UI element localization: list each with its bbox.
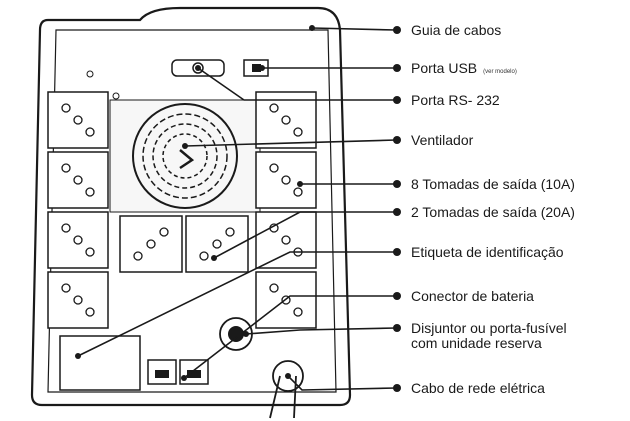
leader-lines [77,27,397,391]
fan-grille [109,99,261,213]
callout-battery-connector: Conector de bateria [411,289,534,304]
outlet [255,211,317,269]
callout-label: Etiqueta de identificação [411,244,564,260]
callout-label: Ventilador [411,132,474,148]
callout-label: 8 Tomadas de saída (10A) [411,176,575,192]
callout-label-line1: Disjuntor ou porta-fusível [411,320,567,336]
outlet [47,211,109,269]
callout-dots [75,25,401,392]
callout-rs232-port: Porta RS- 232 [411,93,500,108]
callout-outlets-20a: 2 Tomadas de saída (20A) [411,205,575,220]
outlet [47,91,109,149]
outlet-20a [119,215,183,273]
outlet [47,271,109,329]
callout-label: Porta RS- 232 [411,92,500,108]
callout-outlets-10a: 8 Tomadas de saída (10A) [411,177,575,192]
outlet-group-left [47,91,109,329]
identification-label [59,335,141,391]
callout-label: Conector de bateria [411,288,534,304]
outlet [255,271,317,329]
callout-label: Cabo de rede elétrica [411,380,545,396]
outlet [255,91,317,149]
callout-label-line2: com unidade reserva [411,335,542,351]
screw-hole [112,92,120,100]
screw-hole [86,70,94,78]
outlet [47,151,109,209]
callout-label: Guia de cabos [411,22,502,38]
callout-cable-guide: Guia de cabos [411,23,501,38]
callout-usb-port: Porta USB (ver modelo) [411,61,517,80]
callout-label: Porta USB [411,60,478,76]
outlet-group-right [255,91,317,329]
callout-label: 2 Tomadas de saída (20A) [411,204,575,220]
outlet-group-20a [119,215,249,273]
callout-identification-label: Etiqueta de identificação [411,245,564,260]
callout-breaker-fuse: Disjuntor ou porta-fusível com unidade r… [411,321,567,351]
outlet-20a [185,215,249,273]
callout-note: (ver modelo) [483,69,517,75]
outlet [255,151,317,209]
callout-fan: Ventilador [411,133,473,148]
callout-power-cord: Cabo de rede elétrica [411,381,545,396]
